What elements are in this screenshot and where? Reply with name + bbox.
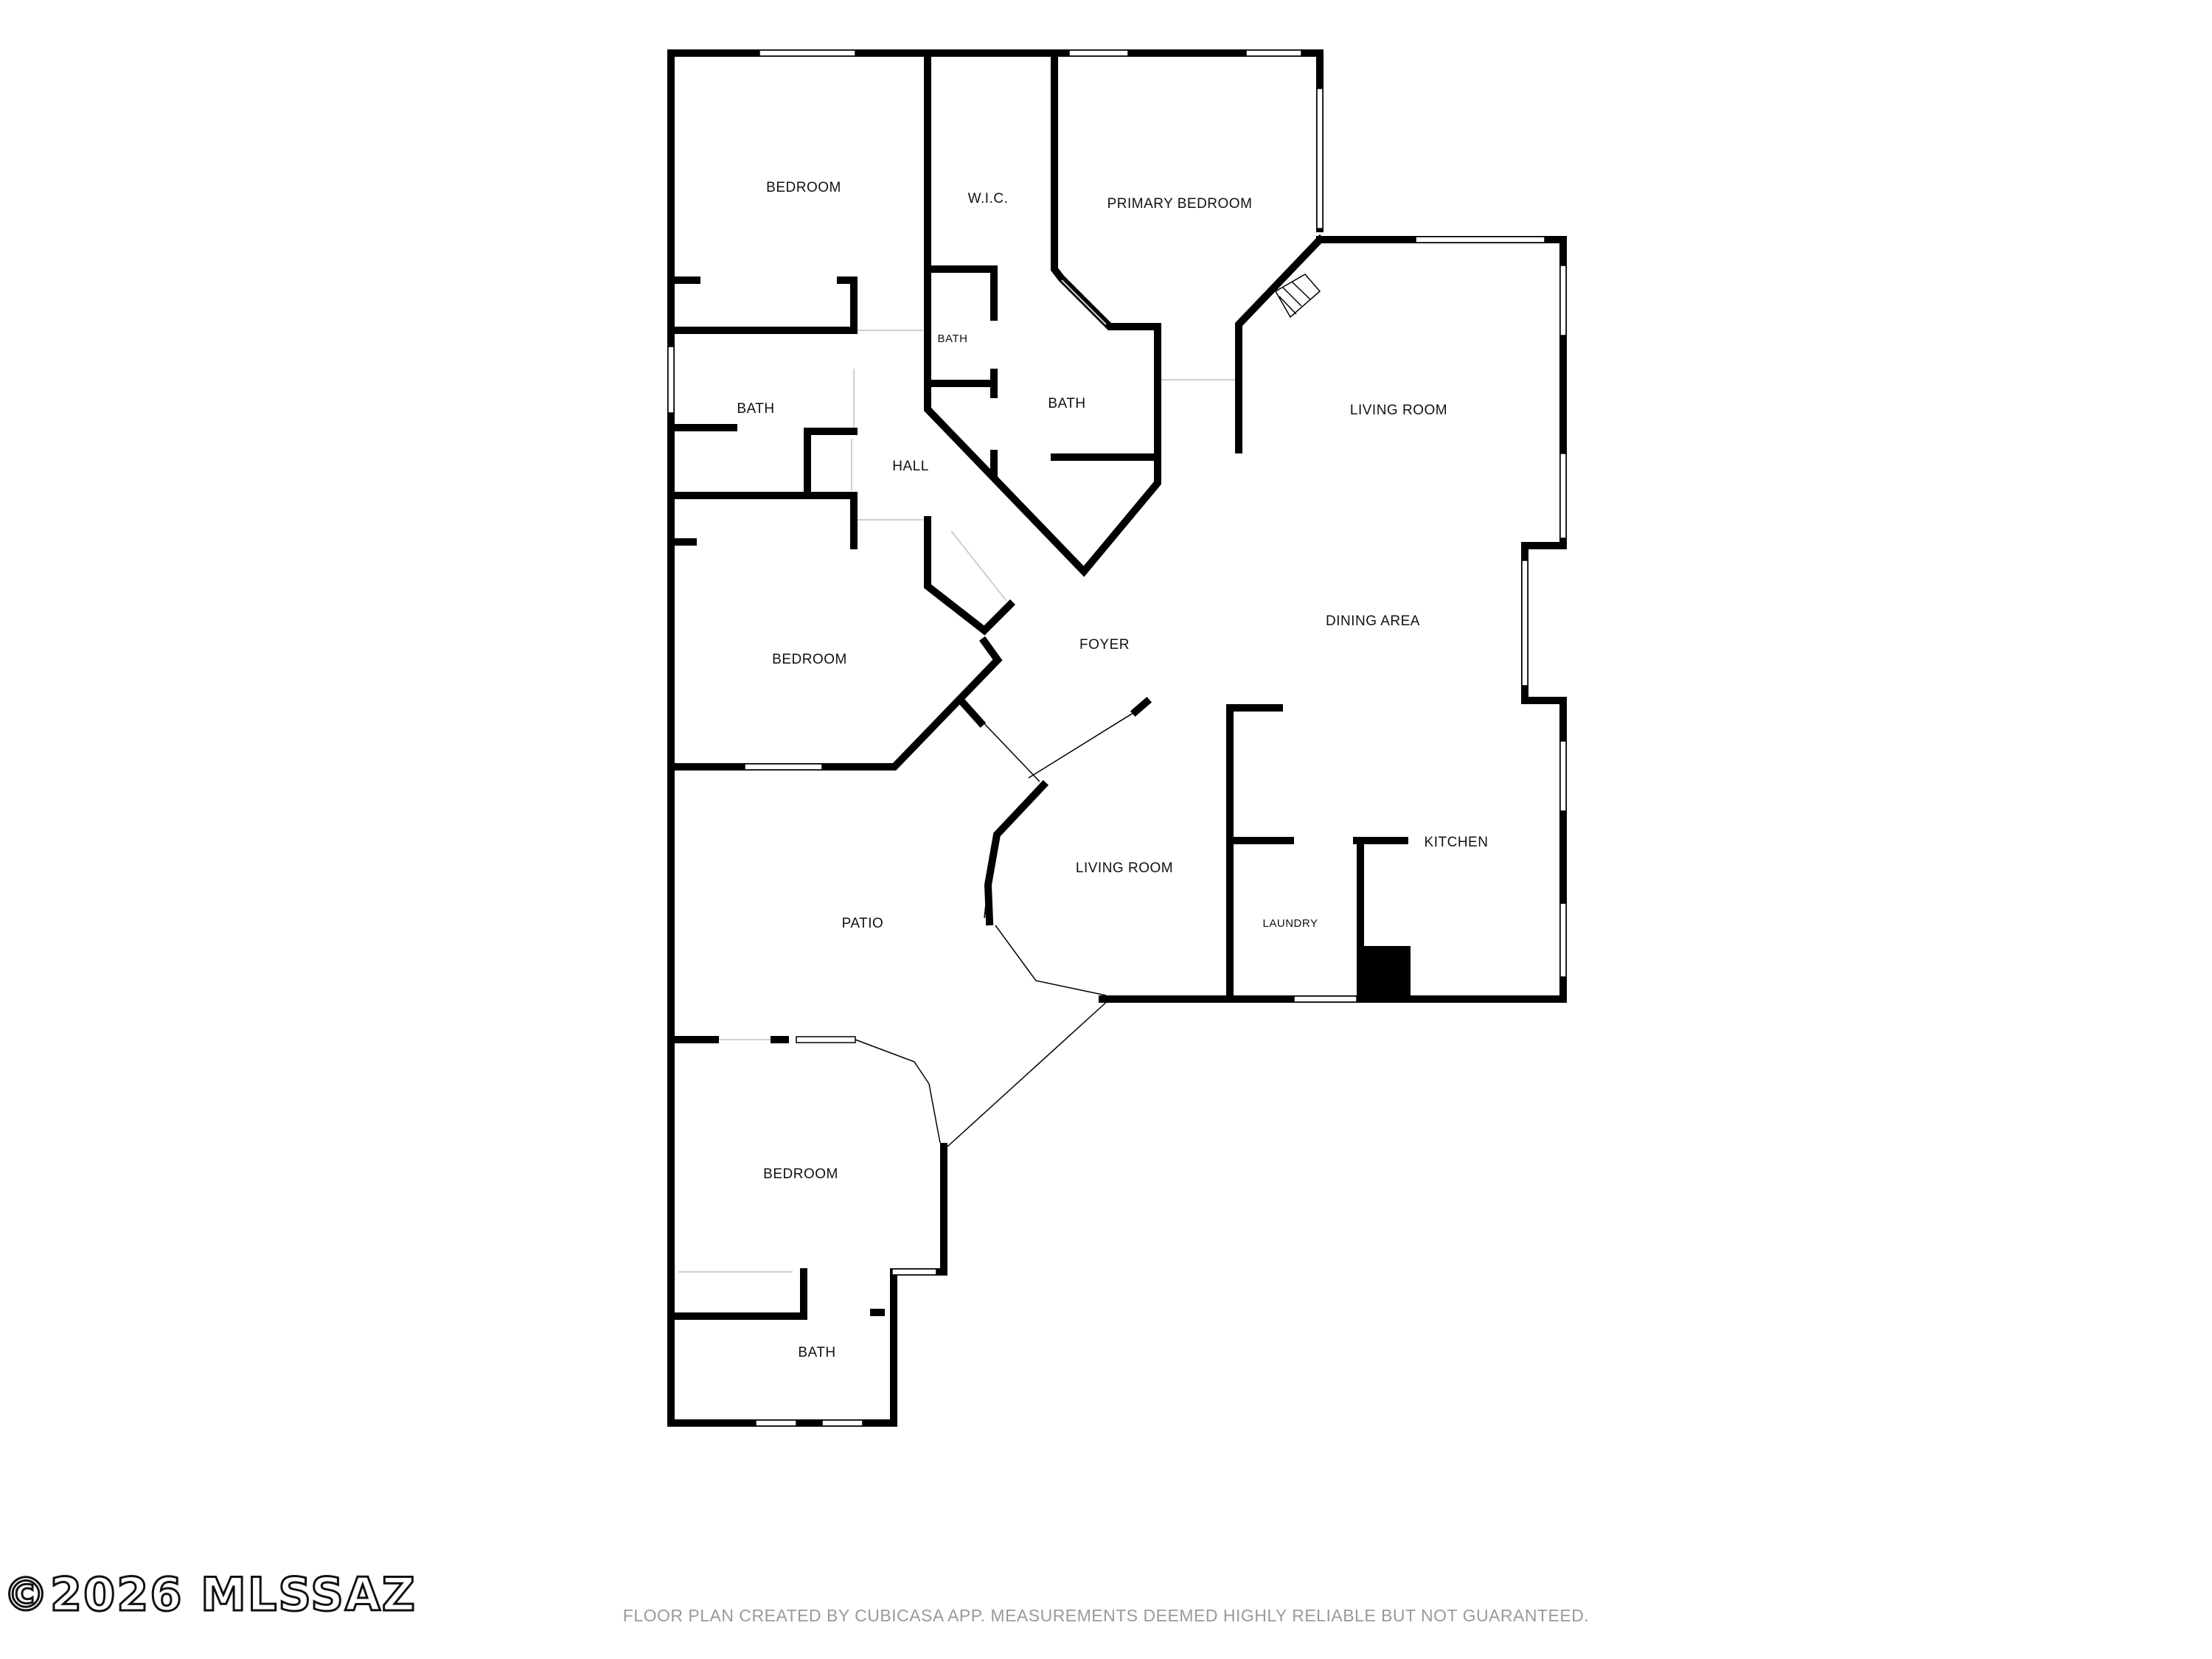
walls — [667, 49, 1567, 1427]
label-primary-bedroom: PRIMARY BEDROOM — [1107, 196, 1253, 212]
room-labels: BEDROOM W.I.C. PRIMARY BEDROOM BATH BATH… — [737, 180, 1488, 1360]
openings — [678, 279, 1235, 1273]
label-patio: PATIO — [842, 916, 884, 931]
windows — [667, 49, 1567, 1427]
label-bath-hall: BATH — [737, 401, 774, 417]
label-foyer: FOYER — [1079, 637, 1130, 653]
label-kitchen: KITCHEN — [1425, 835, 1489, 850]
label-living-room-secondary: LIVING ROOM — [1076, 860, 1173, 876]
label-bedroom-1: BEDROOM — [766, 180, 841, 195]
appliance-block — [1363, 946, 1411, 998]
label-dining-area: DINING AREA — [1326, 613, 1420, 629]
disclaimer-text: FLOOR PLAN CREATED BY CUBICASA APP. MEAS… — [622, 1606, 1590, 1625]
label-bedroom-3: BEDROOM — [763, 1166, 838, 1182]
label-living-room-main: LIVING ROOM — [1350, 403, 1447, 418]
mls-watermark: ©2026 MLSSAZ — [2, 1567, 417, 1623]
label-bedroom-2: BEDROOM — [772, 652, 847, 667]
label-hall: HALL — [892, 459, 929, 474]
label-bath-bottom: BATH — [798, 1345, 835, 1360]
label-bath-primary: BATH — [1048, 396, 1085, 411]
fireplace-icon — [1274, 274, 1321, 319]
label-wic: W.I.C. — [968, 191, 1009, 206]
label-bath-small: BATH — [938, 333, 968, 345]
label-laundry: LAUNDRY — [1263, 917, 1318, 930]
